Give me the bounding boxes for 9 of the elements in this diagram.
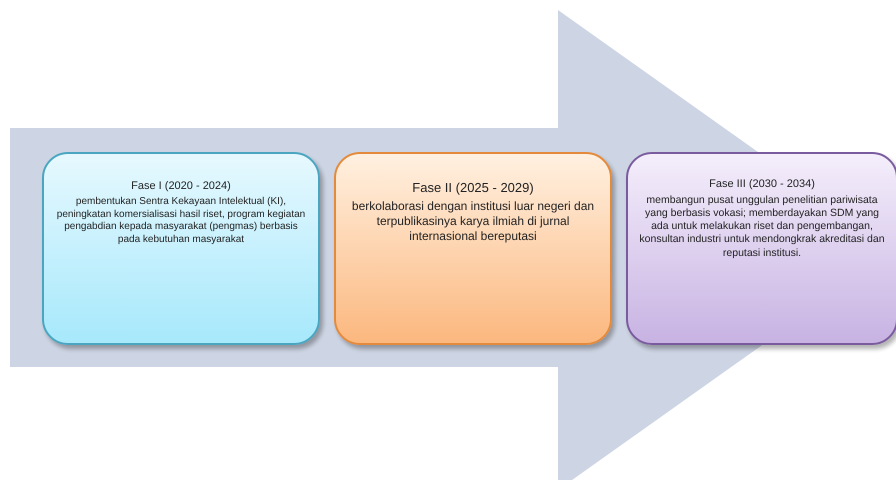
phase-description: membangun pusat unggulan penelitian pariwisata yang berbasis vokasi; memberdayakan SDM yang ada untuk melakukan riset dan pengembangan, konsultan industri untuk mendongkrak akreditasi dan reputasi institusi. [638, 194, 886, 260]
phase-box [334, 152, 612, 345]
phase-box [42, 152, 320, 345]
phase-heading: Fase II (2025 - 2029) [411, 180, 535, 195]
phase-description: pembentukan Sentra Kekayaan Intelektual (KI), peningkatan komersialisasi hasil riset, program kegiatan pengabdian kepada masyarakat (pengmas) berbasis pada kebutuhan masyarakat [56, 196, 306, 246]
phase-box [626, 152, 896, 345]
phase-description: berkolaborasi dengan institusi luar negeri dan terpublikasinya karya ilmiah di jurnal internasional bereputasi [350, 199, 596, 244]
phase-heading: Fase I (2020 - 2024) [130, 180, 232, 192]
phase-heading: Fase III (2030 - 2034) [708, 178, 816, 190]
